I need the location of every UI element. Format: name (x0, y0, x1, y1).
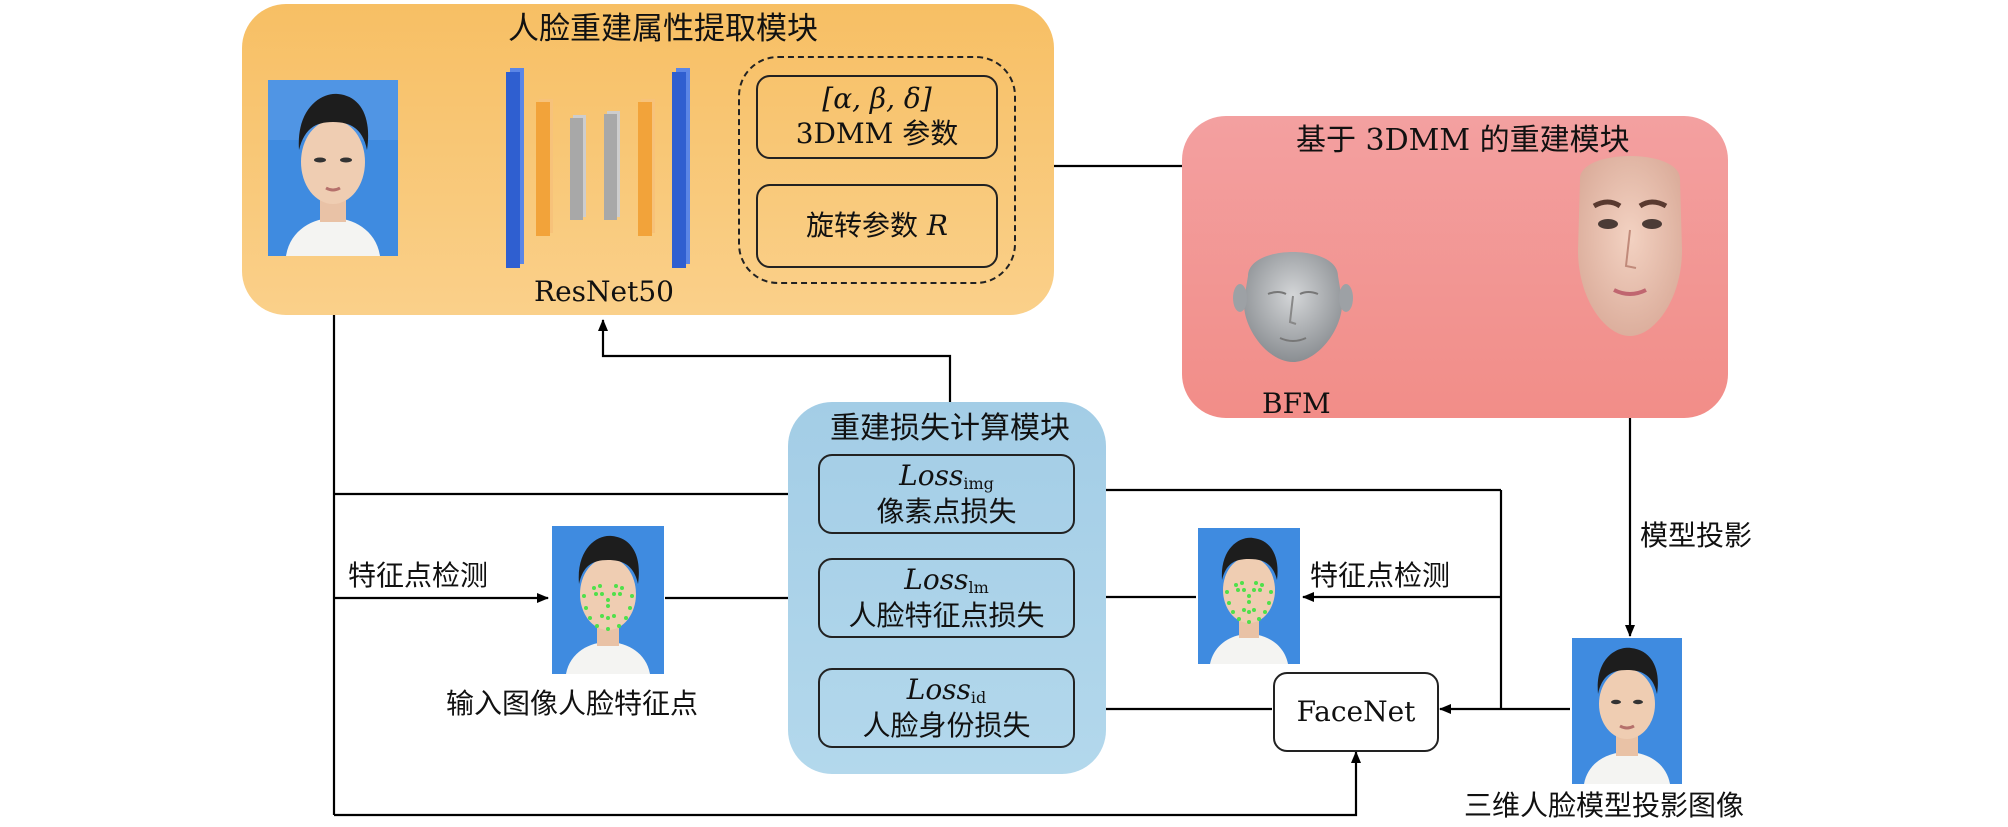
projection-landmark-image (1198, 528, 1300, 664)
model-projection-label: 模型投影 (1640, 519, 1753, 552)
loss-img-name: Loss (899, 459, 964, 492)
reconstruction-module-title: 基于 3DMM 的重建模块 (1296, 123, 1630, 158)
bfm-mesh-head (1233, 252, 1353, 362)
loss-img-symbol: Lossimg (820, 458, 1073, 494)
loss-id-sub: id (970, 688, 987, 707)
input-landmarks-caption: 输入图像人脸特征点 (446, 687, 699, 720)
loss-id-box: Lossid 人脸身份损失 (818, 668, 1075, 748)
rotation-symbol: R (926, 209, 948, 242)
rotation-params-text: 旋转参数 R (758, 208, 996, 243)
loss-img-box: Lossimg 像素点损失 (818, 454, 1075, 534)
resnet-block-6 (672, 72, 686, 268)
loss-lm-desc: 人脸特征点损失 (848, 599, 1045, 632)
resnet-label: ResNet50 (534, 275, 674, 308)
loss-module (788, 402, 1106, 774)
projection-face-image (1572, 638, 1682, 784)
resnet-block-4 (604, 114, 617, 220)
resnet-block-3 (570, 118, 583, 220)
loss-lm-sub: lm (968, 578, 989, 597)
input-face-image (268, 80, 398, 256)
loss-img-sub: img (963, 474, 994, 493)
loss-id-desc: 人脸身份损失 (862, 709, 1031, 742)
loss-lm-box: Losslm 人脸特征点损失 (818, 558, 1075, 638)
loss-id-name: Loss (906, 673, 971, 706)
landmark-detect-left-label: 特征点检测 (348, 559, 489, 592)
loss-module-title: 重建损失计算模块 (830, 411, 1070, 446)
projection-caption: 三维人脸模型投影图像 (1464, 789, 1745, 822)
shape-params-box: [α, β, δ] 3DMM 参数 (756, 75, 998, 159)
loss-lm-name: Loss (904, 563, 969, 596)
loss-lm-symbol: Losslm (820, 562, 1073, 598)
shape-params-label: 3DMM 参数 (795, 117, 959, 150)
resnet-block-5 (638, 102, 652, 236)
arrow-input-to-facenet (334, 751, 1361, 817)
params-group (738, 56, 1016, 284)
shape-params-symbols: [α, β, δ] (822, 82, 932, 115)
extraction-module-title: 人脸重建属性提取模块 (508, 11, 818, 47)
input-landmark-image (552, 526, 664, 674)
arrow-loss-feedback (598, 319, 952, 402)
landmark-detect-right-label: 特征点检测 (1310, 559, 1451, 592)
facenet-box: FaceNet (1273, 672, 1439, 752)
bfm-label: BFM (1262, 387, 1331, 420)
resnet-block-1 (506, 72, 520, 268)
reconstructed-face (1578, 156, 1682, 336)
facenet-label: FaceNet (1296, 695, 1416, 728)
loss-img-desc: 像素点损失 (876, 495, 1017, 528)
loss-id-symbol: Lossid (820, 672, 1073, 708)
resnet-block-2 (536, 102, 550, 236)
rotation-params-box: 旋转参数 R (756, 184, 998, 268)
rotation-label: 旋转参数 (805, 209, 918, 242)
